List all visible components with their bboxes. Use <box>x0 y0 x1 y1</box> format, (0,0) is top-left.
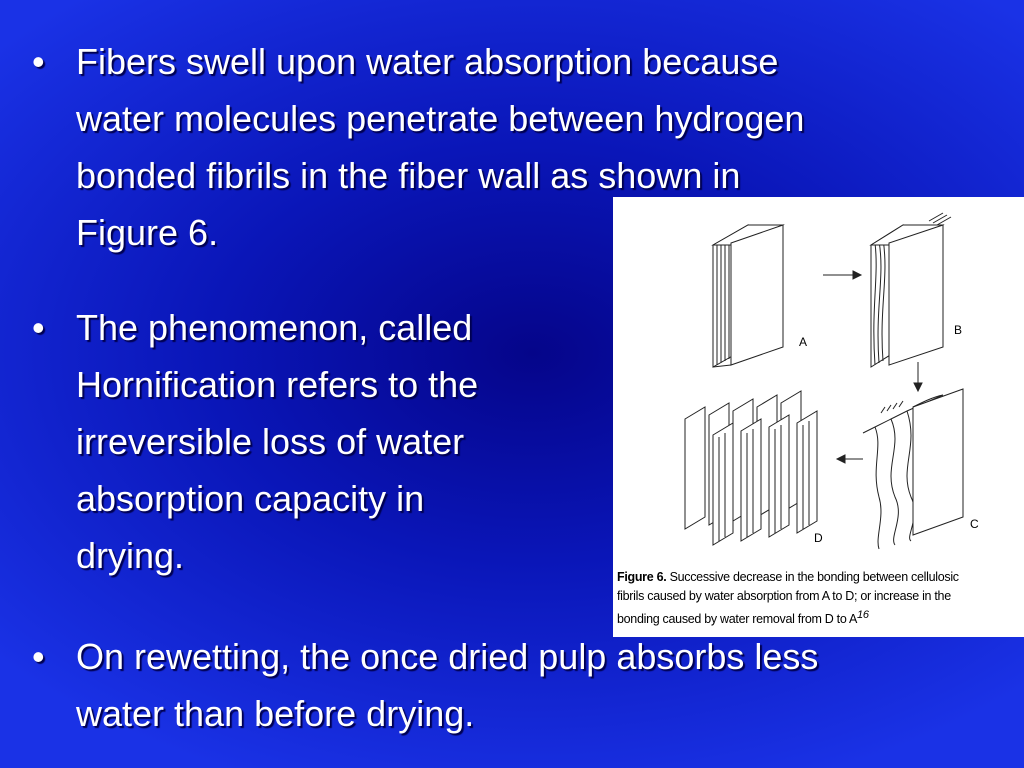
bullet-line: irreversible loss of water <box>76 421 465 462</box>
caption-line-3: bonding caused by water removal from D t… <box>617 606 1022 629</box>
bullet-line: The phenomenon, called <box>76 307 473 348</box>
bullet-line: drying. <box>76 535 185 576</box>
bullet-line: bonded fibrils in the fiber wall as show… <box>76 155 741 196</box>
bullet-line: Fibers swell upon water absorption becau… <box>76 41 779 82</box>
figure-6: A B C D Figure 6. Successive decrease in… <box>613 197 1024 637</box>
bullet-line: water than before drying. <box>76 693 475 734</box>
panel-d-fibrils <box>684 390 818 546</box>
bullet-text: The phenomenon, called Hornification ref… <box>76 299 478 584</box>
caption-text: bonding caused by water removal from D t… <box>617 612 858 627</box>
panel-c-network <box>862 388 964 550</box>
fibril-diagram <box>684 212 964 550</box>
panel-label-b: B <box>954 323 963 337</box>
bullet-line: water molecules penetrate between hydrog… <box>76 98 805 139</box>
caption-line-2: fibrils caused by water absorption from … <box>617 589 951 603</box>
bullet-text: Fibers swell upon water absorption becau… <box>76 33 804 261</box>
figure-caption: Figure 6. Successive decrease in the bon… <box>617 568 1022 629</box>
panel-b-sheets <box>869 212 952 368</box>
panel-label-d: D <box>814 531 823 545</box>
bullet-marker: • <box>32 636 45 677</box>
caption-text: Successive decrease in the bonding betwe… <box>669 570 959 584</box>
panel-a-sheets <box>711 224 785 368</box>
bullet-marker: • <box>32 307 45 348</box>
bullet-line: On rewetting, the once dried pulp absorb… <box>76 636 819 677</box>
bullet-text: On rewetting, the once dried pulp absorb… <box>76 628 818 742</box>
caption-line-1: Figure 6. Successive decrease in the bon… <box>617 568 1022 587</box>
bullet-line: Hornification refers to the <box>76 364 479 405</box>
panel-label-a: A <box>799 335 808 349</box>
panel-label-c: C <box>970 517 979 531</box>
bullet-line: absorption capacity in <box>76 478 425 519</box>
bullet-marker: • <box>32 41 45 82</box>
caption-label: Figure 6. <box>617 570 667 584</box>
caption-reference: 16 <box>857 609 869 621</box>
bullet-line: Figure 6. <box>76 212 219 253</box>
